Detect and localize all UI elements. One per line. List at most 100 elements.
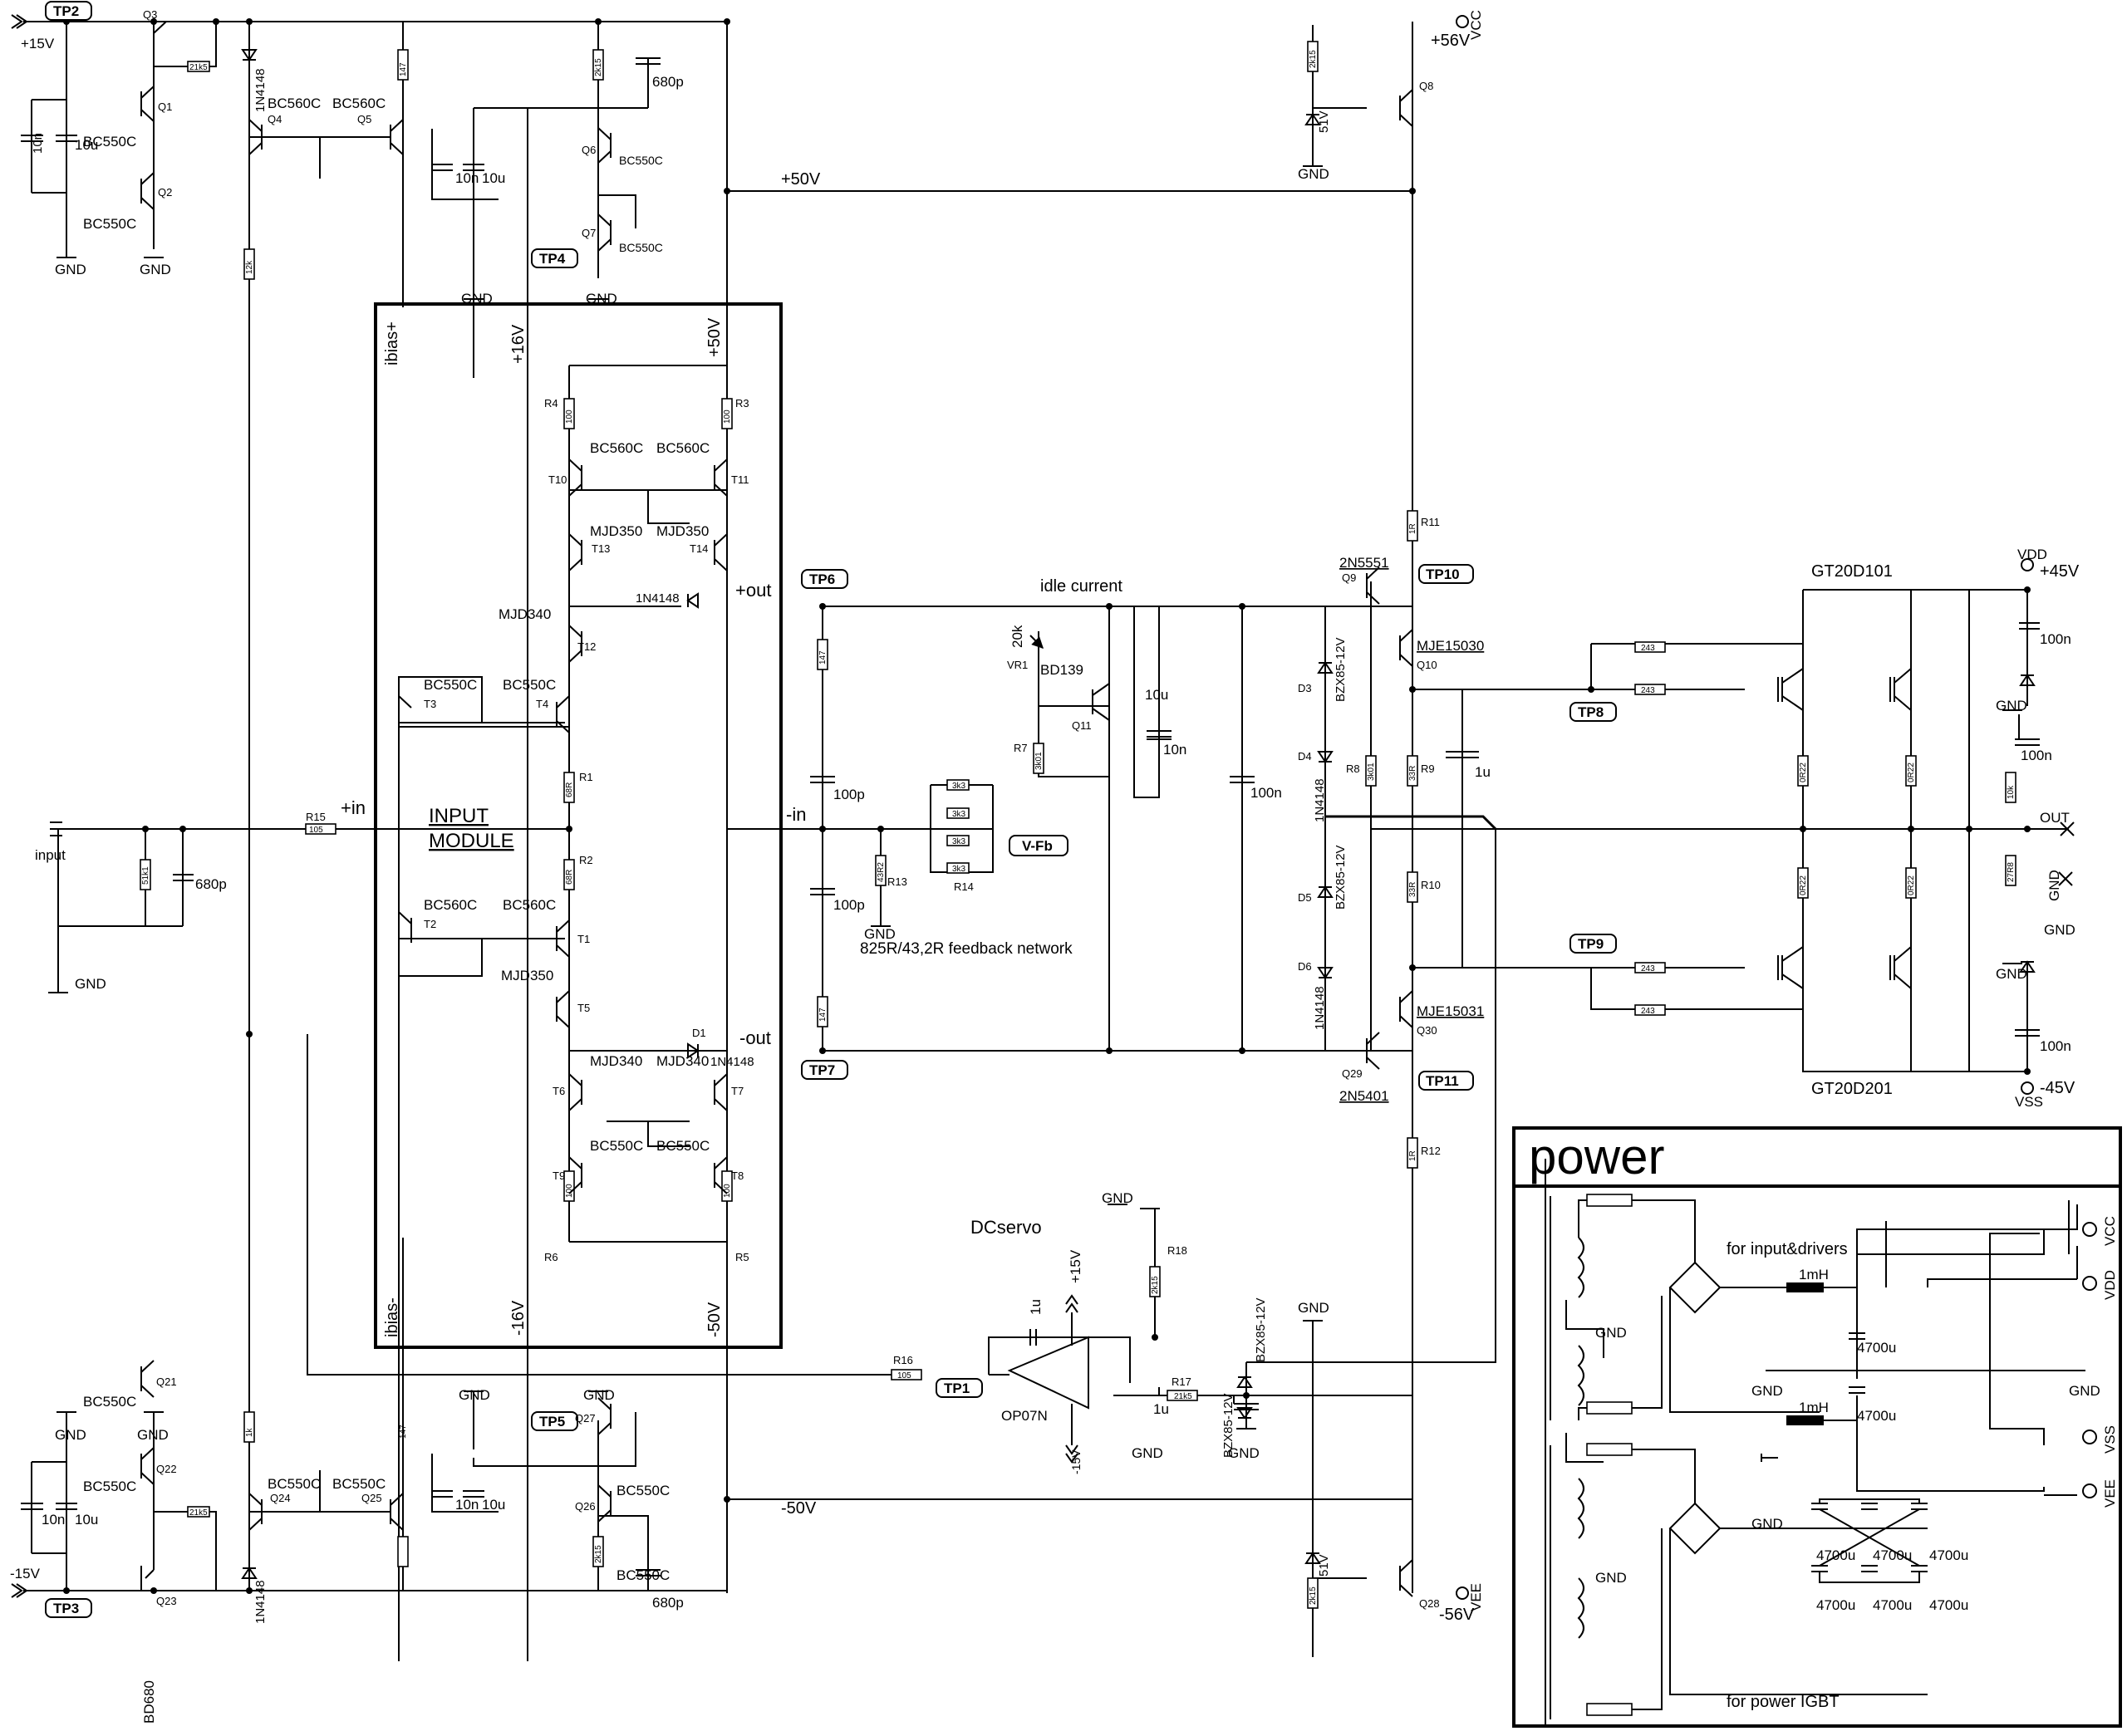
r16-code: 105 [897,1371,911,1380]
rail-m56: -56V [1439,1606,1475,1624]
tp10-tag: TP10 [1418,564,1474,584]
bc550c-q2: BC550C [83,216,136,232]
q21-label: Q21 [156,1376,177,1388]
psu-l1mh: 1mH [1799,1267,1829,1282]
c10n-idle: 10n [1163,742,1186,758]
r2k15-bottom: 2k15 [594,1545,603,1563]
d1-label: D1 [692,1027,706,1039]
t6-label: T6 [553,1085,565,1097]
q27-label: Q27 [575,1412,596,1425]
bc550c-q7: BC550C [619,241,663,254]
tp9-tag: TP9 [1569,934,1617,954]
c1u-servo: 1u [1028,1299,1044,1315]
r243-d: 243 [1641,1007,1655,1016]
r16-label: R16 [893,1354,913,1366]
c680p-bottom: 680p [652,1595,684,1611]
t2-label: T2 [424,918,436,930]
bc560c-q4: BC560C [268,96,321,111]
n4148-d4: 1N4148 [1313,778,1327,822]
gnd-label-rotated: GND [2046,870,2062,901]
bc560c-t1: BC560C [503,897,556,913]
tp5-tag: TP5 [531,1411,578,1431]
r3-code: 100 [723,409,732,424]
psu-gnd: GND [1751,1383,1783,1399]
mjd350-t5: MJD350 [501,968,553,983]
r3k3-c: 3k3 [952,837,966,846]
t1-label: T1 [577,933,590,945]
c10u-mid-bottom: 10u [482,1497,505,1513]
gt20d101-label: GT20D101 [1811,562,1893,581]
psu-c4700u: 4700u [1857,1340,1896,1356]
test-point-tags: TP2 TP3 TP4 TP5 TP6 TP7 TP1 TP8 TP9 TP10… [45,1,1617,1618]
bc550c-t4: BC550C [503,677,556,693]
psu-c4700u: 4700u [1873,1547,1912,1563]
rail-p45: +45V [2040,562,2080,581]
bc550c-q22: BC550C [83,1479,136,1494]
q6-label: Q6 [582,144,596,156]
mjd340-t6: MJD340 [590,1053,642,1069]
c10n-mid: 10n [455,170,479,186]
r4-label: R4 [544,397,558,409]
port-circles [11,14,2075,1600]
c100n-out: 100n [2021,748,2052,763]
psu-vss: VSS [2102,1425,2118,1454]
gnd-label: GND [1996,966,2027,982]
rail-vdd: VDD [2017,547,2047,562]
mje15030-label: MJE15030 [1417,638,1484,654]
r27r8-out: 27R8 [2007,862,2016,882]
q10-label: Q10 [1417,659,1437,671]
bc550c-q24: BC550C [268,1476,321,1492]
bc560c-q5: BC560C [332,96,386,111]
r11-code: 1R [1408,523,1417,534]
gnd-label: GND [1102,1190,1133,1206]
c10u-mid: 10u [482,170,505,186]
op07-opamp [1007,1294,1089,1464]
t7-label: T7 [731,1085,744,1097]
tp11-tag: TP11 [1418,1071,1474,1091]
diodes [241,49,2036,1579]
psu-gnd: GND [1595,1325,1627,1341]
bc550c-q1: BC550C [83,134,136,150]
r0r22-d: 0R22 [1907,875,1916,895]
pin-in-p: +in [341,797,366,818]
t5-label: T5 [577,1002,590,1014]
r147-top: 147 [399,62,408,76]
svg-text:TP4: TP4 [539,251,566,267]
gnd-label: GND [586,291,617,306]
bc550c-q27: BC550C [616,1483,670,1498]
r51k1-code: 51k1 [141,866,150,885]
bc560c-t11: BC560C [656,440,710,456]
c100p-top: 100p [833,787,865,802]
gnd-label: GND [864,926,896,942]
servo-p15: +15V [1068,1249,1083,1283]
psu-c4700u: 4700u [1929,1597,1968,1613]
r7-label: R7 [1014,742,1028,754]
svg-text:TP8: TP8 [1578,704,1604,720]
r17-label: R17 [1172,1376,1191,1388]
n4148-top: 1N4148 [253,68,268,112]
q22-label: Q22 [156,1463,177,1475]
tp7-tag: TP7 [801,1060,848,1080]
gnd-label: GND [55,1427,86,1443]
psu-gnd: GND [1751,1516,1783,1532]
bc550c-t8: BC550C [656,1138,710,1154]
q24-label: Q24 [270,1492,291,1504]
psu-c4700u: 4700u [1929,1547,1968,1563]
psu-vee: VEE [2102,1479,2118,1508]
r43r2-code: 43R2 [877,862,886,882]
rail-p15: +15V [21,36,55,51]
gnd-label: GND [137,1427,169,1443]
r21k5-top: 21k5 [189,63,208,72]
psu-gnd: GND [2069,1383,2100,1399]
c100n-mid: 100n [1250,785,1282,801]
r10k-out: 10k [2007,785,2016,799]
bc550c-t3: BC550C [424,677,477,693]
rail-vee-bottom: VEE [1468,1583,1484,1611]
q2-label: Q2 [158,186,172,199]
svg-text:TP3: TP3 [53,1601,79,1616]
r2k15-top: 2k15 [594,58,603,76]
r12-label: R12 [1421,1145,1441,1157]
q23-label: Q23 [156,1595,177,1607]
r8-label: R8 [1346,763,1360,775]
q29-label: Q29 [1342,1067,1363,1080]
